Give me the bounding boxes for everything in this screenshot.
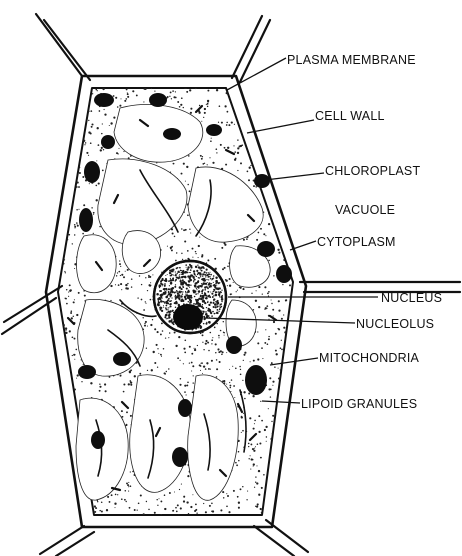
label-lipoid-granules: LIPOID GRANULES [301,397,417,411]
nucleolus [173,304,203,330]
label-mitochondria: MITOCHONDRIA [319,351,420,365]
label-nucleus: NUCLEUS [381,291,442,305]
labels: PLASMA MEMBRANE CELL WALL CHLOROPLAST VA… [287,53,442,411]
label-chloroplast: CHLOROPLAST [325,164,420,178]
lipoid-granule [245,365,267,395]
label-plasma-membrane: PLASMA MEMBRANE [287,53,416,67]
label-nucleolus: NUCLEOLUS [356,317,434,331]
label-vacuole: VACUOLE [335,203,395,217]
label-cell-wall: CELL WALL [315,109,385,123]
label-cytoplasm: CYTOPLASM [317,235,396,249]
